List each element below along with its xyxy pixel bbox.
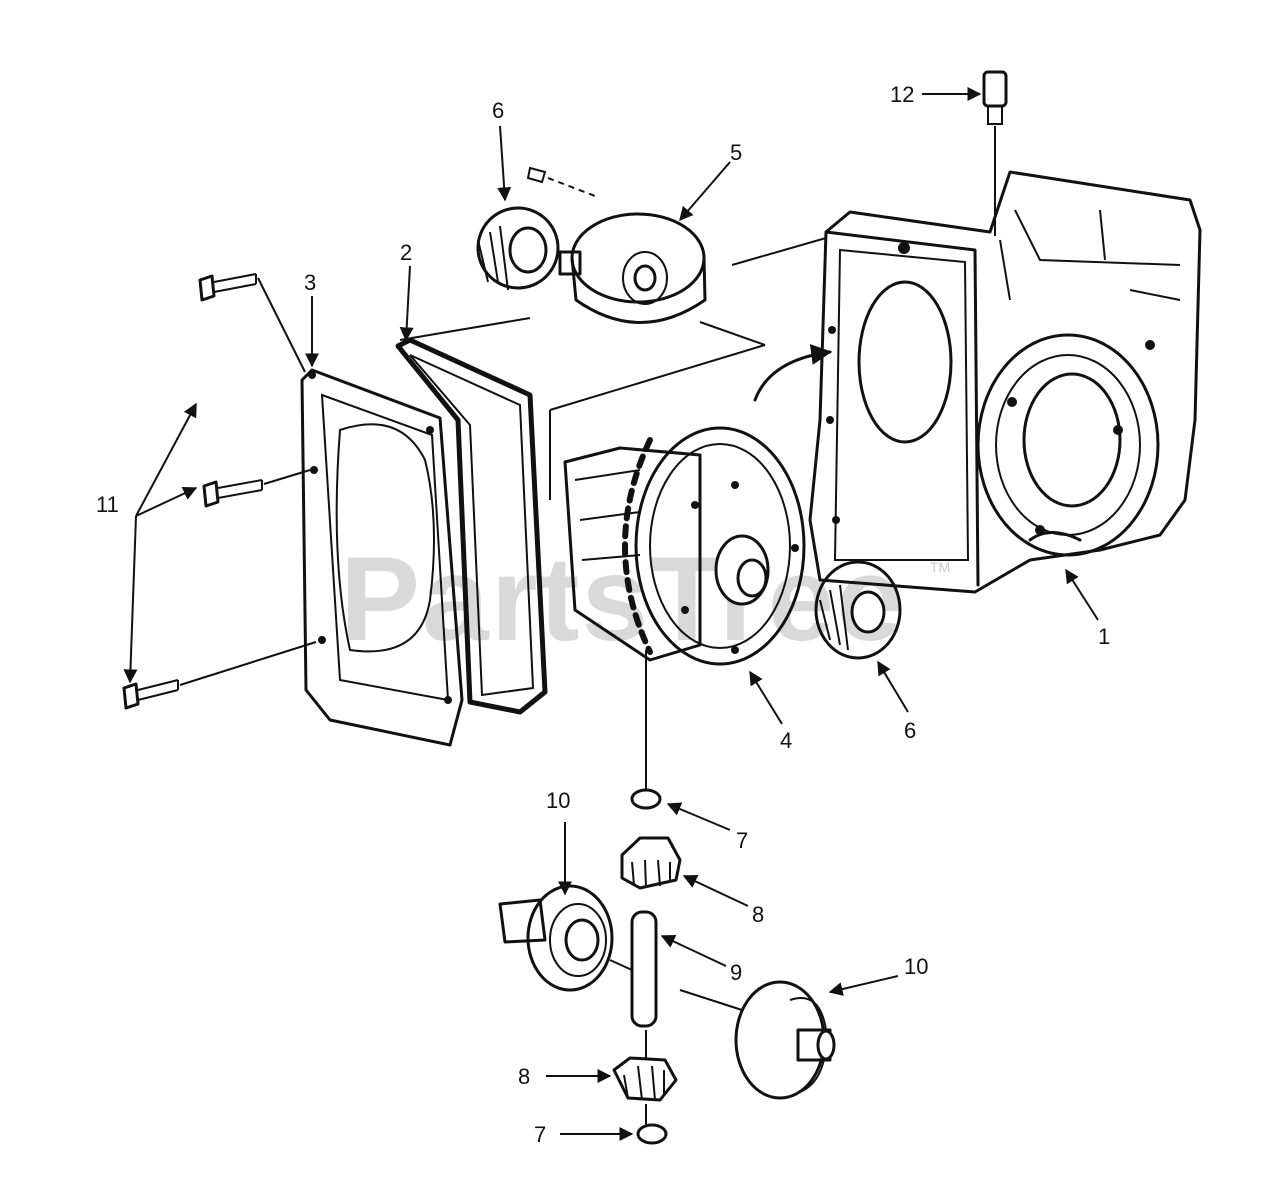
part-bearing-upper xyxy=(476,206,560,291)
callout-6-lower: 6 xyxy=(904,718,916,743)
callout-9: 9 xyxy=(730,960,742,985)
callout-3: 3 xyxy=(304,270,316,295)
part-cover-plate xyxy=(300,368,464,747)
part-housing xyxy=(808,170,1202,594)
callout-12: 12 xyxy=(890,82,914,107)
callout-7-lower: 7 xyxy=(534,1122,546,1147)
callout-4: 4 xyxy=(780,728,792,753)
assembly-arrow xyxy=(753,344,833,402)
part-snap-ring-upper xyxy=(630,788,662,810)
callout-leaders xyxy=(123,87,1099,1141)
part-side-gear-left xyxy=(498,884,614,992)
callout-2: 2 xyxy=(400,240,412,265)
part-bearing-lower xyxy=(814,560,902,660)
part-drum xyxy=(558,212,707,324)
assembly-lines xyxy=(179,237,827,1011)
callout-11: 11 xyxy=(96,492,119,517)
part-snap-ring-lower xyxy=(636,1123,668,1145)
callout-8-lower: 8 xyxy=(518,1064,530,1089)
callout-5: 5 xyxy=(730,140,742,165)
callout-8-upper: 8 xyxy=(752,902,764,927)
callout-7-upper: 7 xyxy=(736,828,748,853)
callout-6-upper: 6 xyxy=(492,98,504,123)
part-pinion-upper xyxy=(620,836,682,890)
part-gasket xyxy=(395,337,548,715)
watermark-trademark: TM xyxy=(930,559,950,575)
part-pinion-lower xyxy=(612,1056,678,1102)
bolt-small xyxy=(526,166,547,184)
callout-10-left: 10 xyxy=(546,788,570,813)
part-side-gear-right xyxy=(734,980,836,1100)
callout-labels: 12 6 5 2 3 11 1 4 6 7 10 8 9 10 8 7 xyxy=(96,82,1110,1147)
part-ring-gear xyxy=(563,426,806,666)
callout-10-right: 10 xyxy=(904,954,928,979)
part-vent-plug xyxy=(982,70,1008,236)
part-bolts xyxy=(122,273,263,710)
callout-1: 1 xyxy=(1098,624,1110,649)
